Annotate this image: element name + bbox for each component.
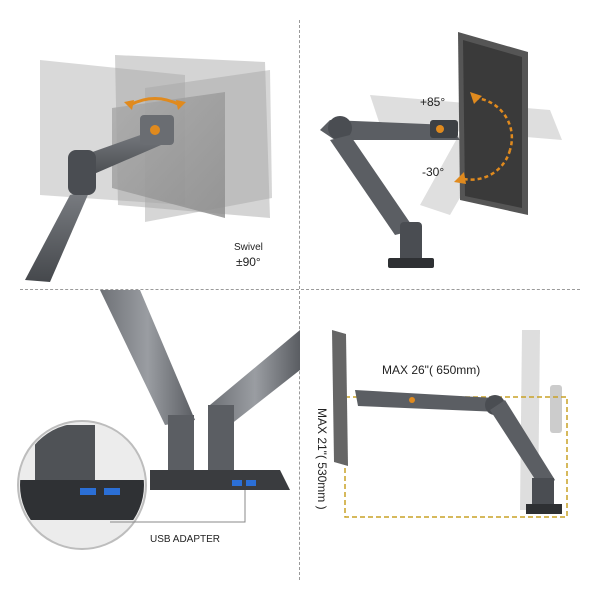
tilt-down-label: -30° bbox=[422, 165, 444, 179]
tilt-arc-down-icon bbox=[459, 149, 512, 181]
arrow-head-right-icon bbox=[176, 100, 186, 110]
ghost-pole bbox=[550, 385, 562, 433]
dimensions-illustration: MAX 26"( 650mm) MAX 21"( 530mm ) bbox=[315, 330, 568, 518]
usb-port-icon bbox=[104, 488, 120, 495]
horizontal-divider bbox=[20, 289, 580, 290]
right-arm bbox=[210, 330, 300, 425]
orange-knob-icon bbox=[409, 397, 415, 403]
desk-base bbox=[150, 470, 290, 490]
right-pole bbox=[208, 405, 234, 475]
orange-knob-icon bbox=[150, 125, 160, 135]
height-label: MAX 21"( 530mm ) bbox=[315, 408, 329, 510]
dimensions-panel: MAX 26"( 650mm) MAX 21"( 530mm ) bbox=[300, 290, 600, 600]
arrow-head-down-icon bbox=[454, 172, 466, 184]
usb-port-icon bbox=[232, 480, 242, 486]
vertical-divider bbox=[299, 20, 300, 580]
swivel-label: Swivel bbox=[234, 242, 263, 253]
swivel-degree-label: ±90° bbox=[236, 255, 261, 269]
pole bbox=[532, 478, 554, 508]
arrow-head-up-icon bbox=[470, 92, 482, 104]
swivel-illustration: Swivel ±90° bbox=[25, 55, 272, 282]
clamp-base bbox=[526, 504, 562, 514]
orange-knob-icon bbox=[436, 125, 444, 133]
tilt-illustration: +85° -30° bbox=[320, 32, 562, 268]
pole bbox=[400, 222, 422, 262]
lower-arm bbox=[490, 400, 555, 490]
left-screen bbox=[332, 330, 348, 466]
screen-face bbox=[463, 40, 522, 208]
usb-panel: USB ADAPTER bbox=[0, 290, 300, 600]
clamp-base bbox=[388, 258, 434, 268]
swivel-panel: Swivel ±90° bbox=[0, 0, 300, 290]
tilt-panel: +85° -30° bbox=[300, 0, 600, 290]
zoom-base bbox=[20, 480, 144, 520]
usb-illustration: USB ADAPTER bbox=[17, 290, 300, 550]
upper-arm bbox=[355, 390, 500, 412]
usb-port-icon bbox=[246, 480, 256, 486]
elbow-joint bbox=[328, 116, 352, 140]
lower-arm bbox=[25, 190, 90, 282]
tilt-up-label: +85° bbox=[420, 95, 445, 109]
width-label: MAX 26"( 650mm) bbox=[382, 363, 480, 377]
usb-port-icon bbox=[80, 488, 96, 495]
leader-line bbox=[110, 490, 246, 523]
usb-label: USB ADAPTER bbox=[150, 534, 220, 545]
left-pole bbox=[168, 415, 194, 475]
swivel-arrow-icon bbox=[129, 97, 181, 107]
left-arm bbox=[100, 290, 195, 425]
tilt-arc-up-icon bbox=[474, 96, 514, 151]
elbow-joint bbox=[68, 150, 96, 195]
upper-arm bbox=[320, 120, 460, 140]
arrow-head-left-icon bbox=[124, 100, 134, 110]
lower-arm bbox=[330, 135, 415, 235]
